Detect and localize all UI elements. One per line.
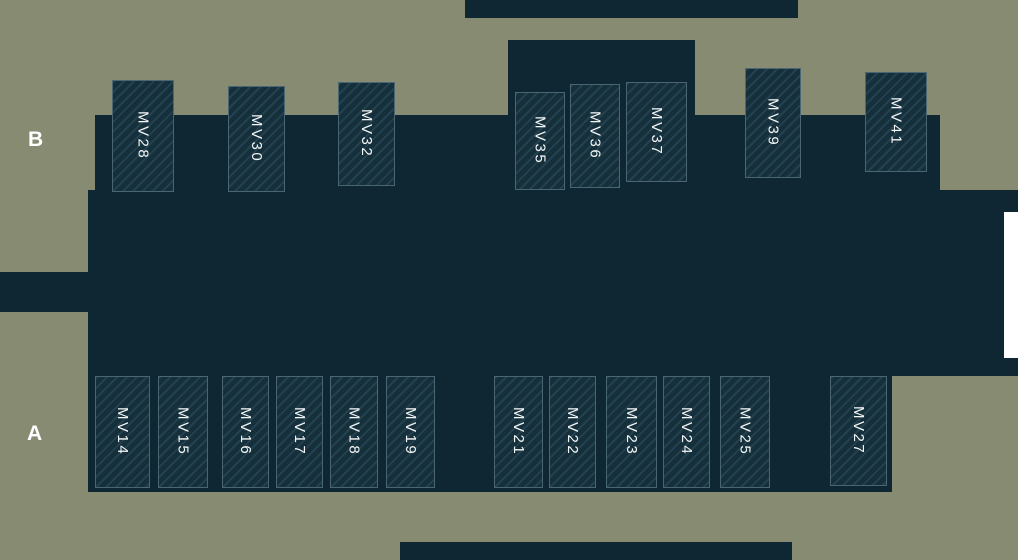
- unit-mv15[interactable]: MV15: [158, 376, 208, 488]
- unit-mv28[interactable]: MV28: [112, 80, 174, 192]
- unit-mv27[interactable]: MV27: [830, 376, 887, 486]
- unit-mv21[interactable]: MV21: [494, 376, 543, 488]
- unit-label: MV23: [623, 407, 640, 457]
- row-b-label: B: [28, 128, 45, 151]
- unit-label: MV15: [174, 407, 192, 457]
- unit-mv41[interactable]: MV41: [865, 72, 927, 172]
- unit-label: MV28: [134, 111, 152, 161]
- unit-mv23[interactable]: MV23: [606, 376, 657, 488]
- unit-mv17[interactable]: MV17: [276, 376, 323, 488]
- unit-mv22[interactable]: MV22: [549, 376, 596, 488]
- unit-label: MV39: [764, 98, 782, 148]
- unit-label: MV22: [564, 407, 581, 457]
- bottom-road-stub: [400, 542, 792, 560]
- unit-mv35[interactable]: MV35: [515, 92, 565, 190]
- row-a-label: A: [27, 422, 44, 445]
- unit-label: MV30: [248, 114, 265, 164]
- unit-mv39[interactable]: MV39: [745, 68, 801, 178]
- left-side-road: [0, 272, 88, 312]
- right-edge-marker: [1004, 212, 1018, 358]
- unit-label: MV35: [531, 116, 549, 166]
- unit-label: MV21: [510, 407, 527, 457]
- unit-mv14[interactable]: MV14: [95, 376, 150, 488]
- main-road: [88, 190, 1018, 376]
- unit-label: MV32: [358, 109, 375, 159]
- row-a-lot-area: [88, 374, 892, 492]
- unit-label: MV18: [345, 407, 363, 457]
- unit-mv18[interactable]: MV18: [330, 376, 378, 488]
- unit-mv32[interactable]: MV32: [338, 82, 395, 186]
- top-road-stub: [465, 0, 798, 18]
- unit-label: MV27: [850, 406, 867, 456]
- unit-mv19[interactable]: MV19: [386, 376, 435, 488]
- unit-label: MV36: [586, 111, 604, 161]
- unit-mv24[interactable]: MV24: [663, 376, 710, 488]
- unit-label: MV16: [237, 407, 254, 457]
- unit-label: MV41: [887, 97, 905, 147]
- unit-label: MV37: [648, 107, 665, 157]
- unit-label: MV25: [736, 407, 754, 457]
- unit-mv16[interactable]: MV16: [222, 376, 269, 488]
- unit-label: MV19: [402, 407, 419, 457]
- unit-mv25[interactable]: MV25: [720, 376, 770, 488]
- unit-mv37[interactable]: MV37: [626, 82, 687, 182]
- unit-mv36[interactable]: MV36: [570, 84, 620, 188]
- unit-mv30[interactable]: MV30: [228, 86, 285, 192]
- unit-label: MV14: [114, 407, 131, 457]
- unit-label: MV17: [291, 407, 308, 457]
- unit-label: MV24: [678, 407, 695, 457]
